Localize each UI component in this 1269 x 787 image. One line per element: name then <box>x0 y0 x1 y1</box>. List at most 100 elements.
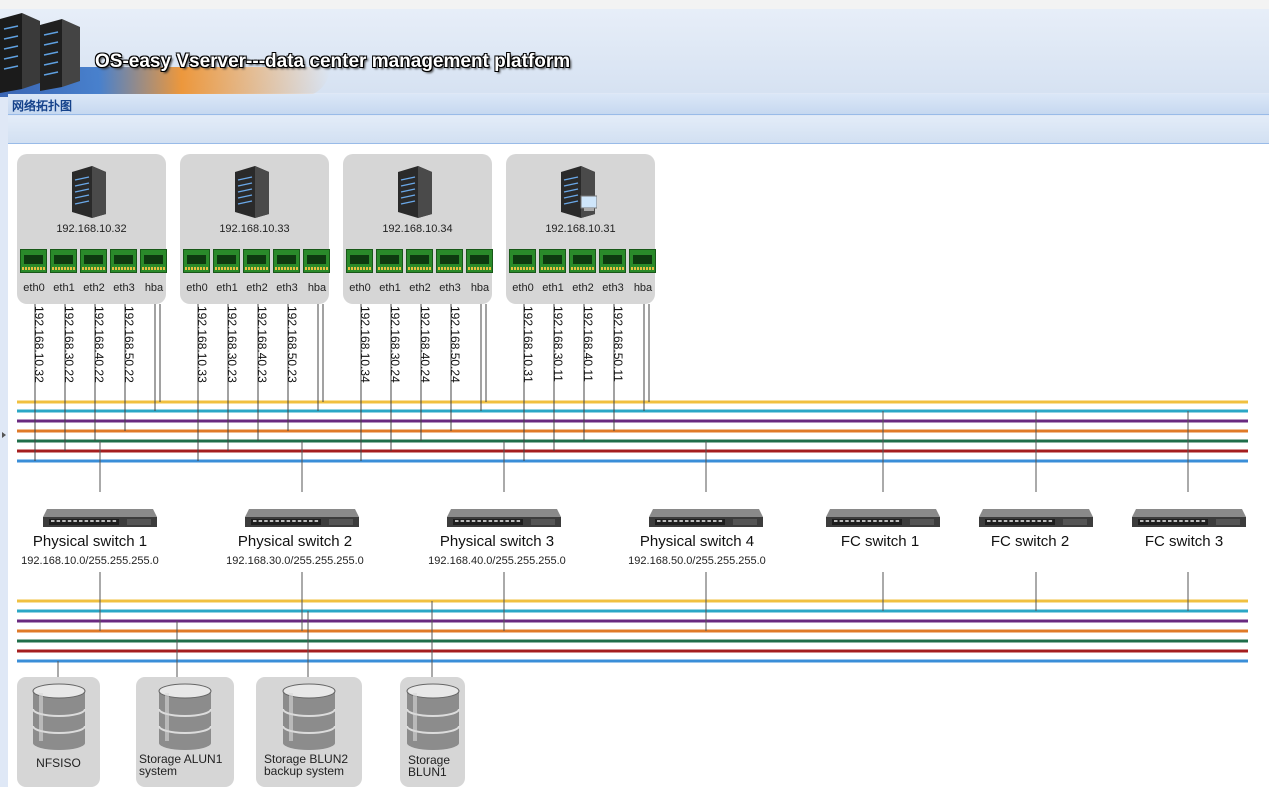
panel-header: 网络拓扑图 <box>8 94 1269 115</box>
nic-label: eth3 <box>113 282 135 294</box>
host-card[interactable]: 192.168.10.31 eth0 eth1 eth2 eth3 hba <box>506 154 656 304</box>
switch-name: FC switch 1 <box>840 533 920 550</box>
nic-label: eth1 <box>53 282 75 294</box>
nic-card-icon[interactable] <box>140 249 167 273</box>
nic-label: eth2 <box>409 282 431 294</box>
nic-card-icon[interactable] <box>273 249 300 273</box>
nic-label: eth1 <box>379 282 401 294</box>
nic-card-icon[interactable] <box>50 249 77 273</box>
nic-ip-label: 192.168.40.11 <box>581 306 595 382</box>
switch-name: Physical switch 1 <box>32 533 148 550</box>
server-icon <box>235 166 269 218</box>
switch-name: Physical switch 3 <box>439 533 555 550</box>
network-switch-icon[interactable] <box>979 507 1093 529</box>
nic-card-icon[interactable] <box>20 249 47 273</box>
nic-ip-label: 192.168.50.11 <box>611 306 625 382</box>
nic-label: eth1 <box>542 282 564 294</box>
nic-label: eth0 <box>23 282 45 294</box>
panel-toolbar <box>8 116 1269 144</box>
storage-label: Storage BLUN2 <box>264 752 349 766</box>
nic-ip-label: 192.168.50.24 <box>448 306 462 383</box>
switch-name: FC switch 3 <box>1144 533 1224 550</box>
nic-card-icon[interactable] <box>406 249 433 273</box>
storage-card[interactable]: Storage BLUN1 <box>400 677 465 787</box>
nic-label: eth2 <box>246 282 268 294</box>
nic-ip-label: 192.168.30.23 <box>225 306 239 383</box>
nic-card-icon[interactable] <box>629 249 656 273</box>
nic-card-icon[interactable] <box>213 249 240 273</box>
network-switch-icon[interactable] <box>826 507 940 529</box>
app-title: OS-easy Vserver---data center management… <box>95 51 571 72</box>
nic-card-icon[interactable] <box>110 249 137 273</box>
storage-label: backup system <box>264 764 345 778</box>
server-icon <box>398 166 432 218</box>
nic-card-icon[interactable] <box>346 249 373 273</box>
nic-ip-label: 192.168.10.32 <box>32 306 46 383</box>
collapse-left-panel-icon[interactable] <box>0 420 8 450</box>
network-switch-icon[interactable] <box>245 507 359 529</box>
switch-network: 192.168.40.0/255.255.255.0 <box>428 555 566 567</box>
network-switch-icon[interactable] <box>1132 507 1246 529</box>
storage-card[interactable]: Storage ALUN1 system <box>136 677 234 787</box>
network-switch-icon[interactable] <box>447 507 561 529</box>
nic-ip-label: 192.168.30.11 <box>551 306 565 382</box>
nic-card-icon[interactable] <box>436 249 463 273</box>
storage-card[interactable]: NFSISO <box>17 677 100 787</box>
app-header: OS-easy Vserver---data center management… <box>0 9 1269 97</box>
nic-label: eth0 <box>186 282 208 294</box>
nic-ip-label: 192.168.10.34 <box>358 306 372 383</box>
nic-label: eth2 <box>83 282 105 294</box>
network-switch-icon[interactable] <box>43 507 157 529</box>
storage-label: Storage ALUN1 <box>139 752 223 766</box>
host-ip: 192.168.10.32 <box>56 223 127 235</box>
nic-card-icon[interactable] <box>183 249 210 273</box>
nic-ip-label: 192.168.10.33 <box>195 306 209 383</box>
storage-card[interactable]: Storage BLUN2 backup system <box>256 677 362 787</box>
database-storage-icon <box>158 683 212 750</box>
nic-card-icon[interactable] <box>569 249 596 273</box>
host-ip: 192.168.10.31 <box>545 223 616 235</box>
nic-card-icon[interactable] <box>599 249 626 273</box>
host-card[interactable]: 192.168.10.33 eth0 eth1 eth2 eth3 hba <box>180 154 330 304</box>
nic-card-icon[interactable] <box>376 249 403 273</box>
database-storage-icon <box>282 683 336 750</box>
switch-name: FC switch 2 <box>990 533 1070 550</box>
storage-label: system <box>139 764 178 778</box>
switch-name: Physical switch 4 <box>639 533 755 550</box>
switch-name: Physical switch 2 <box>237 533 353 550</box>
nic-ip-label: 192.168.40.24 <box>418 306 432 383</box>
nic-card-icon[interactable] <box>243 249 270 273</box>
nic-ip-label: 192.168.30.24 <box>388 306 402 383</box>
network-switch-icon[interactable] <box>649 507 763 529</box>
nic-ip-label: 192.168.30.22 <box>62 306 76 383</box>
nic-label: eth1 <box>216 282 238 294</box>
nic-label: hba <box>470 282 490 294</box>
nic-label: eth3 <box>276 282 298 294</box>
server-icon <box>72 166 106 218</box>
nic-card-icon[interactable] <box>539 249 566 273</box>
storage-label: BLUN1 <box>408 765 447 779</box>
nic-label: eth3 <box>602 282 624 294</box>
host-ip: 192.168.10.33 <box>219 223 290 235</box>
server-rack-logo-icon <box>0 13 80 93</box>
nic-label: eth0 <box>512 282 534 294</box>
nic-label: eth3 <box>439 282 461 294</box>
storage-label: NFSISO <box>36 756 81 770</box>
nic-ip-label: 192.168.40.23 <box>255 306 269 383</box>
nic-card-icon[interactable] <box>80 249 107 273</box>
nic-label: hba <box>633 282 653 294</box>
nic-ip-label: 192.168.10.31 <box>521 306 535 383</box>
nic-card-icon[interactable] <box>509 249 536 273</box>
nic-ip-label: 192.168.50.22 <box>122 306 136 383</box>
nic-label: hba <box>307 282 327 294</box>
nic-ip-label: 192.168.50.23 <box>285 306 299 383</box>
database-storage-icon <box>405 683 460 750</box>
panel-title: 网络拓扑图 <box>12 99 73 113</box>
nic-label: eth0 <box>349 282 371 294</box>
nic-card-icon[interactable] <box>303 249 330 273</box>
nic-label: eth2 <box>572 282 594 294</box>
nic-card-icon[interactable] <box>466 249 493 273</box>
